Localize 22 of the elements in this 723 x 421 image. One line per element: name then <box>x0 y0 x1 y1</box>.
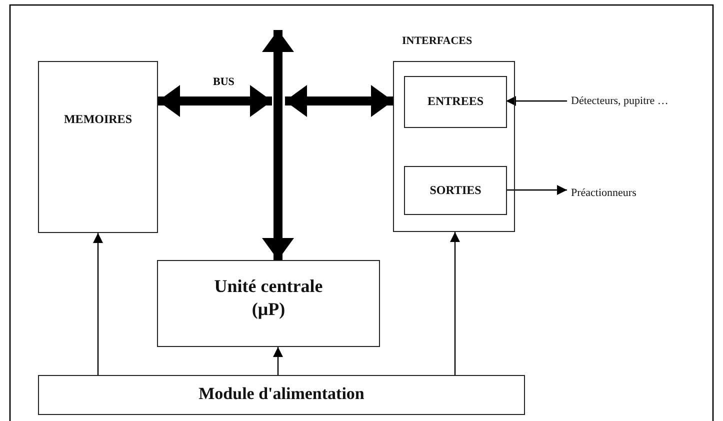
input-box <box>404 76 507 128</box>
box-label: Unité centrale (μP) <box>213 275 324 322</box>
bus-arrow <box>285 85 393 117</box>
box-label: ENTREES <box>426 94 485 109</box>
arrow <box>506 185 567 195</box>
box-label: SORTIES <box>428 183 482 198</box>
annotation-text: Détecteurs, pupitre … <box>571 95 668 107</box>
arrow <box>273 347 283 375</box>
output-box <box>404 166 507 215</box>
arrow <box>93 233 103 375</box>
annotation-text: Préactionneurs <box>571 187 636 199</box>
memory-box <box>38 61 158 233</box>
power-module-box <box>38 375 525 415</box>
bus-arrow <box>262 30 294 260</box>
group-heading: INTERFACES <box>402 35 472 47</box>
box-label: MEMOIRES <box>62 112 133 127</box>
arrow <box>450 232 460 375</box>
arrow <box>506 96 567 106</box>
cpu-box <box>157 260 380 347</box>
box-label: Module d'alimentation <box>198 384 366 404</box>
bus-arrow <box>158 85 272 117</box>
bus-label: BUS <box>213 76 234 88</box>
